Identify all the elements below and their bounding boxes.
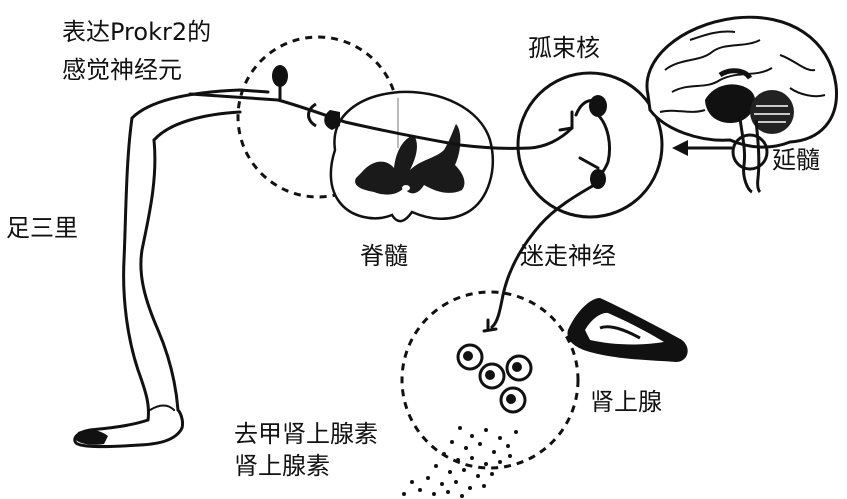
label-medulla: 延髓 [772,146,820,174]
chromaffin-cell [505,354,533,382]
medulla-circle [731,133,769,171]
label-adrenal-gland: 肾上腺 [590,388,662,416]
adrenal-gland-illustration [567,298,688,362]
adrenal-zoom-circle [400,290,580,470]
nts-neuron-soma-lower [590,169,606,189]
chromaffin-cell [478,362,506,390]
label-prokr2-neuron-line2: 感觉神经元 [62,56,182,84]
nts-neuron-soma-upper [589,95,607,117]
sensory-neuron-soma [272,65,288,87]
label-vagus-nerve: 迷走神经 [520,242,616,270]
nucleus-tractus-circle [516,71,664,219]
diagram-labels: 表达Prokr2的 感觉神经元 孤束核 足三里 脊髓 迷走神经 延髓 肾上腺 去… [6,18,820,480]
toes-mark [76,429,108,445]
label-prokr2-neuron-line1: 表达Prokr2的 [62,18,211,46]
synapse-sensory [307,102,340,130]
label-zusanli: 足三里 [6,214,78,242]
chromaffin-cell [456,343,484,371]
chromaffin-cell [499,386,527,414]
spinal-cord-section [329,90,494,223]
brain-illustration [645,15,838,194]
hormone-release-dots [402,426,518,498]
chromaffin-cells [456,343,533,414]
label-norepinephrine: 去甲肾上腺素 [234,420,378,448]
label-epinephrine: 肾上腺素 [234,452,330,480]
label-nucleus-tractus: 孤束核 [528,34,600,62]
leg-illustration [73,88,270,449]
zoom-arrow [672,140,732,156]
label-spinal-cord: 脊髓 [360,242,408,270]
